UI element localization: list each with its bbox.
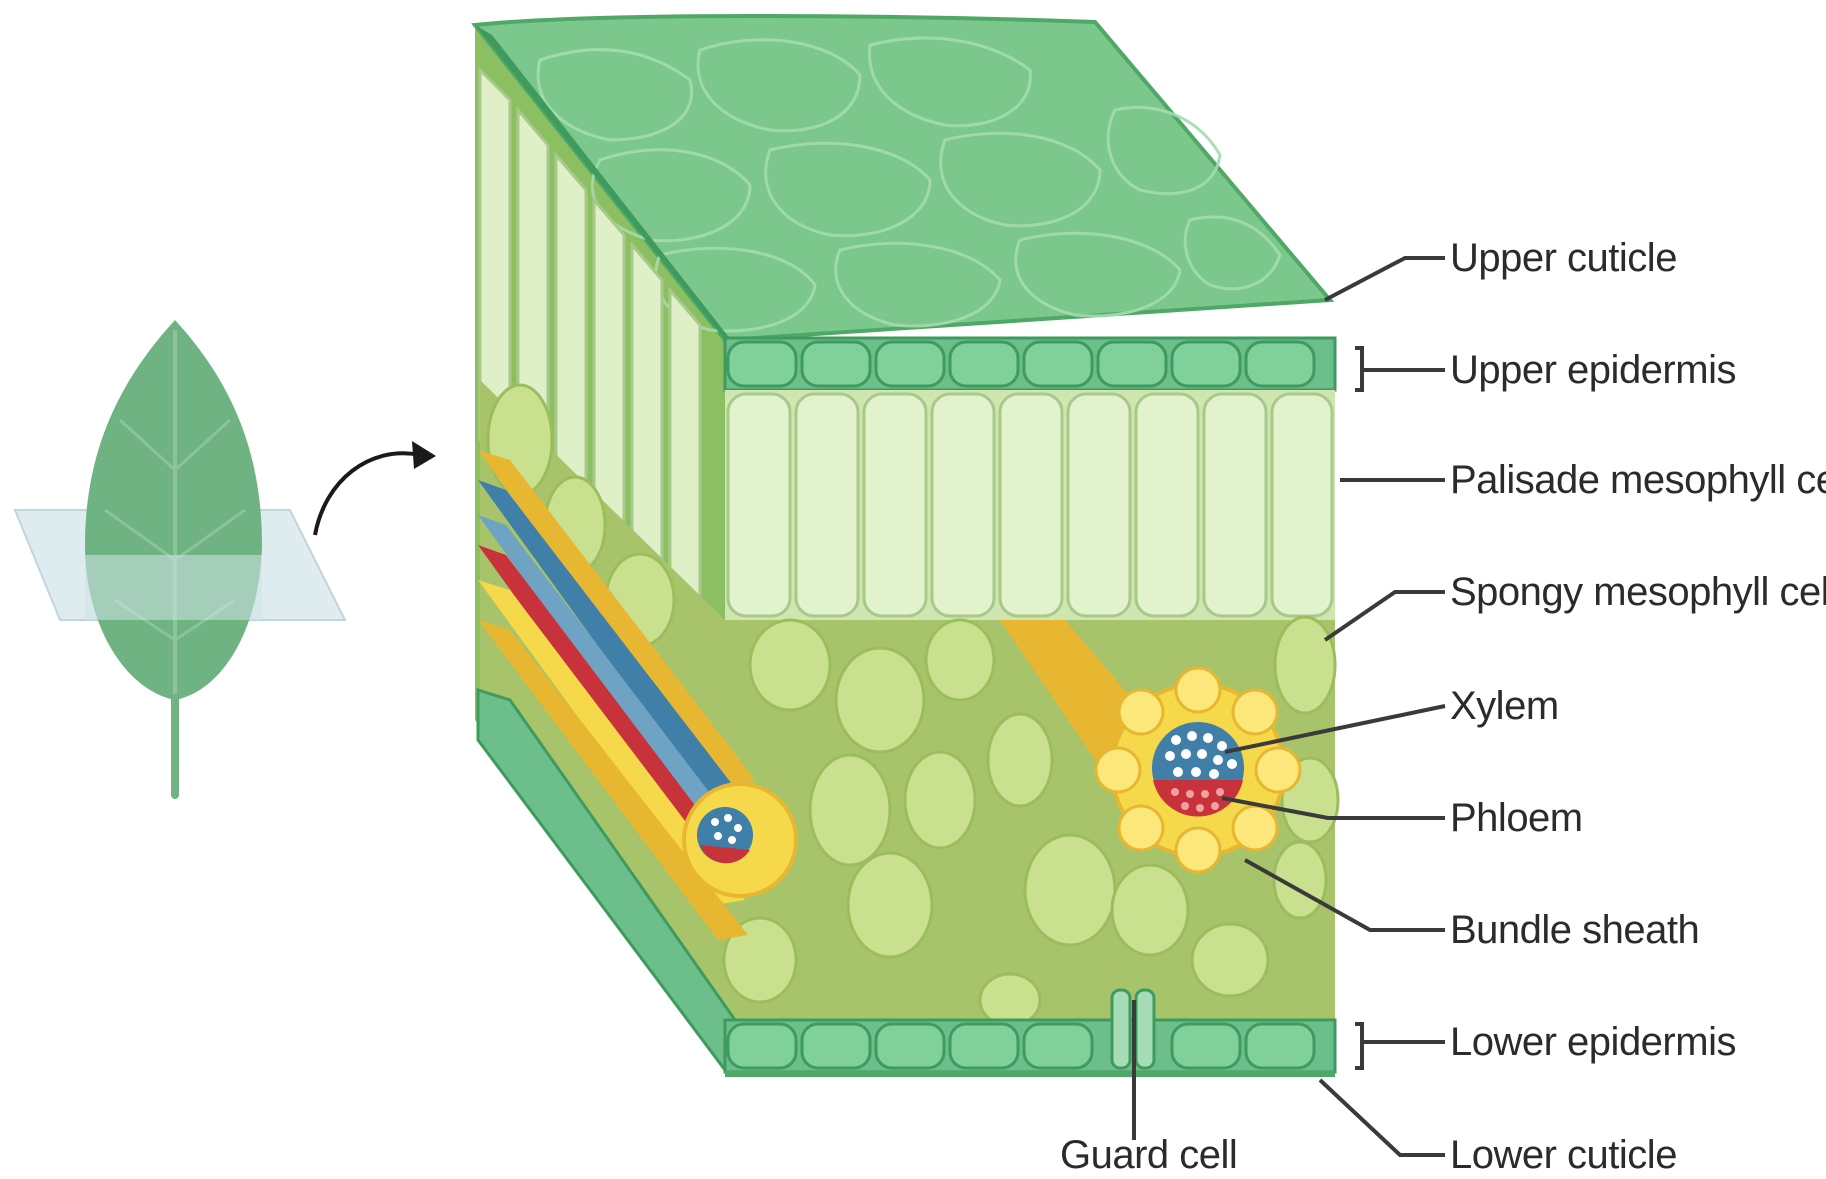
label-lower-cuticle: Lower cuticle [1450,1135,1677,1175]
leader-upper-cuticle [1325,258,1445,300]
label-xylem: Xylem [1450,686,1559,726]
leader-lower-cuticle [1320,1080,1445,1155]
leaf-overview [15,320,436,795]
label-guard-cell: Guard cell [1060,1135,1237,1175]
label-upper-cuticle: Upper cuticle [1450,238,1677,278]
leader-upper-epidermis [1355,348,1445,390]
palisade-cells [728,394,1332,616]
label-upper-epidermis: Upper epidermis [1450,350,1736,390]
label-lower-epidermis: Lower epidermis [1450,1022,1736,1062]
arrow-to-section [315,453,420,535]
arrow-head [412,441,436,469]
label-spongy-mesophyll: Spongy mesophyll cell [1450,572,1826,612]
leaf-block [475,16,1338,1074]
label-phloem: Phloem [1450,798,1583,838]
leader-spongy [1325,592,1445,640]
cutting-plane-front [85,555,262,620]
label-palisade-mesophyll: Palisade mesophyll cell [1450,460,1826,500]
label-bundle-sheath: Bundle sheath [1450,910,1699,950]
leader-lower-epidermis [1355,1024,1445,1068]
